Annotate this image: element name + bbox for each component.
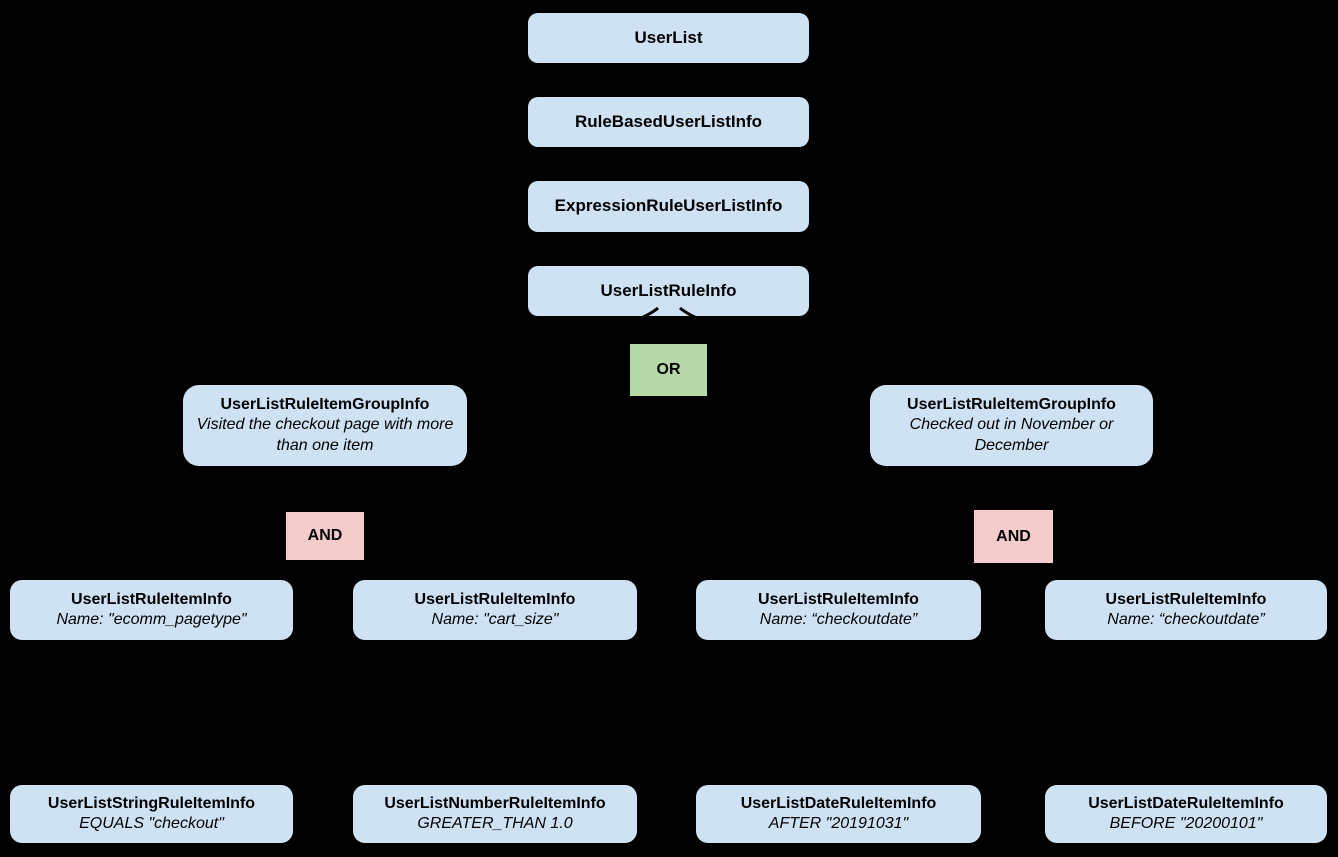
- node-userlistruleinfo-label: UserListRuleInfo: [600, 280, 737, 300]
- leaf-item-1-subtitle: EQUALS "checkout": [79, 815, 224, 832]
- node-rulebaseduserlistinfo-label: RuleBasedUserListInfo: [574, 111, 763, 131]
- node-userlistruleinfo: UserListRuleInfo: [528, 266, 809, 316]
- rule-item-2-subtitle: Name: "cart_size": [431, 611, 559, 628]
- node-rulebaseduserlistinfo: RuleBasedUserListInfo: [528, 97, 809, 147]
- rule-item-3: UserListRuleItemInfo Name: “checkoutdate…: [696, 580, 981, 640]
- rule-item-2-title: UserListRuleItemInfo: [414, 590, 576, 608]
- group-right-subtitle: Checked out in November or December: [909, 416, 1114, 454]
- rule-item-3-title: UserListRuleItemInfo: [758, 590, 919, 608]
- and-operator-right-label: AND: [996, 527, 1031, 545]
- and-operator-left-label: AND: [307, 527, 343, 544]
- node-expressionruleuserlistinfo-label: ExpressionRuleUserListInfo: [554, 196, 783, 216]
- rule-item-3-subtitle: Name: “checkoutdate”: [759, 611, 918, 628]
- leaf-item-3: UserListDateRuleItemInfo AFTER "20191031…: [696, 785, 981, 843]
- group-node-right: UserListRuleItemGroupInfo Checked out in…: [870, 385, 1153, 466]
- node-expressionruleuserlistinfo: ExpressionRuleUserListInfo: [528, 181, 809, 232]
- node-userlist: UserList: [528, 13, 809, 63]
- rule-item-1-subtitle: Name: "ecomm_pagetype": [56, 611, 247, 628]
- leaf-item-3-subtitle: AFTER "20191031": [768, 815, 909, 832]
- rule-item-4-title: UserListRuleItemInfo: [1105, 590, 1267, 608]
- leaf-item-4: UserListDateRuleItemInfo BEFORE "2020010…: [1045, 785, 1327, 843]
- leaf-item-2-subtitle: GREATER_THAN 1.0: [417, 815, 573, 832]
- group-node-left: UserListRuleItemGroupInfo Visited the ch…: [183, 385, 467, 466]
- group-right-title: UserListRuleItemGroupInfo: [907, 395, 1116, 413]
- or-operator: OR: [630, 344, 707, 396]
- leaf-item-2-title: UserListNumberRuleItemInfo: [384, 794, 606, 812]
- rule-item-1-title: UserListRuleItemInfo: [71, 590, 232, 608]
- rule-item-1: UserListRuleItemInfo Name: "ecomm_pagety…: [10, 580, 293, 640]
- group-left-subtitle: Visited the checkout page with more than…: [196, 416, 454, 454]
- leaf-item-1: UserListStringRuleItemInfo EQUALS "check…: [10, 785, 293, 843]
- leaf-item-4-title: UserListDateRuleItemInfo: [1088, 794, 1284, 812]
- leaf-item-1-title: UserListStringRuleItemInfo: [47, 794, 256, 812]
- rule-item-2: UserListRuleItemInfo Name: "cart_size": [353, 580, 637, 640]
- or-operator-label: OR: [656, 361, 681, 378]
- leaf-item-3-title: UserListDateRuleItemInfo: [740, 794, 937, 812]
- rule-item-4: UserListRuleItemInfo Name: “checkoutdate…: [1045, 580, 1327, 640]
- group-left-title: UserListRuleItemGroupInfo: [220, 395, 430, 413]
- and-operator-left: AND: [286, 512, 364, 560]
- node-userlist-label: UserList: [634, 27, 703, 47]
- leaf-item-4-subtitle: BEFORE "20200101": [1109, 815, 1263, 832]
- leaf-item-2: UserListNumberRuleItemInfo GREATER_THAN …: [353, 785, 637, 843]
- rule-item-4-subtitle: Name: “checkoutdate”: [1107, 611, 1265, 628]
- and-operator-right: AND: [974, 510, 1053, 563]
